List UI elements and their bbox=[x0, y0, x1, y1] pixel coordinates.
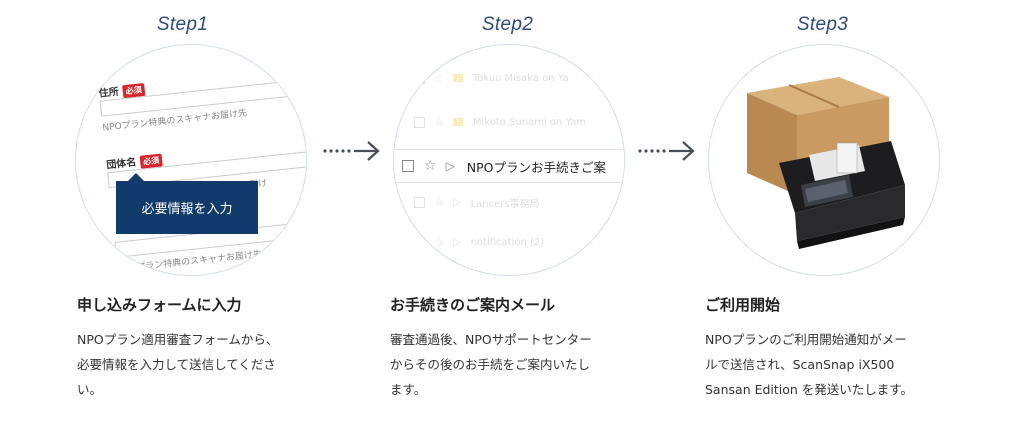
desc-line: 必要情報を入力して送信してくださ bbox=[77, 357, 276, 372]
step-1-title: Step1 bbox=[156, 14, 209, 35]
desc-line: 審査通過後、NPOサポートセンター bbox=[390, 332, 592, 347]
desc-line: からその後のお手続をご案内いたし bbox=[390, 357, 591, 372]
desc-line: NPOプランのご利用開始通知がメー bbox=[705, 332, 907, 347]
checkbox-icon bbox=[402, 160, 414, 172]
step-2-illustration: ☆Tokuo Misaka on Ya ☆Mikoto Sunami on Ya… bbox=[393, 44, 625, 276]
step-2: Step2 ☆Tokuo Misaka on Ya ☆Mikoto Sunami… bbox=[375, 0, 675, 427]
step-2-title: Step2 bbox=[481, 14, 534, 35]
mail-row-npo-guide: ☆ ▷ NPOプランお手続きご案 bbox=[394, 149, 624, 183]
desc-line: NPOプラン適用審査フォームから、 bbox=[77, 332, 279, 347]
step-1-description: NPOプラン適用審査フォームから、 必要情報を入力して送信してくださ い。 bbox=[77, 327, 347, 402]
star-icon: ☆ bbox=[424, 158, 437, 174]
step-2-description: 審査通過後、NPOサポートセンター からその後のお手続をご案内いたし ます。 bbox=[390, 327, 660, 402]
step-3-title: Step3 bbox=[796, 14, 849, 35]
desc-line: ルで送信され、ScanSnap iX500 bbox=[705, 357, 895, 372]
desc-line: ます。 bbox=[390, 382, 427, 397]
mail-row: ☆▷notification (2) bbox=[394, 229, 624, 255]
desc-line: Sansan Edition を発送いたします。 bbox=[705, 382, 914, 397]
label-icon: ▷ bbox=[445, 159, 455, 173]
arrow-icon bbox=[638, 141, 695, 161]
mail-row: ☆Mikoto Sunami on Yam bbox=[394, 109, 624, 135]
step-3-description: NPOプランのご利用開始通知がメー ルで送信され、ScanSnap iX500 … bbox=[705, 327, 995, 402]
tooltip-arrow bbox=[128, 173, 144, 181]
step-1-heading: 申し込みフォームに入力 bbox=[77, 296, 242, 314]
mail-row: ☆Tokuo Misaka on Ya bbox=[394, 65, 624, 91]
mail-row: ☆▷Lancers事務局 bbox=[394, 189, 624, 215]
desc-line: い。 bbox=[77, 382, 103, 397]
step-3-illustration bbox=[708, 44, 940, 276]
scanner-with-box-icon bbox=[747, 77, 905, 249]
tooltip-required-info: 必要情報を入力 bbox=[116, 181, 258, 234]
mail-subject: NPOプランお手続きご案 bbox=[466, 159, 607, 175]
arrow-icon bbox=[323, 141, 380, 161]
step-3: Step3 ご利用開始 NPOプランのご利用開始通知がメー ルで送信され、Sca… bbox=[690, 0, 990, 427]
step-3-heading: ご利用開始 bbox=[705, 296, 781, 314]
step-2-heading: お手続きのご案内メール bbox=[390, 296, 556, 314]
